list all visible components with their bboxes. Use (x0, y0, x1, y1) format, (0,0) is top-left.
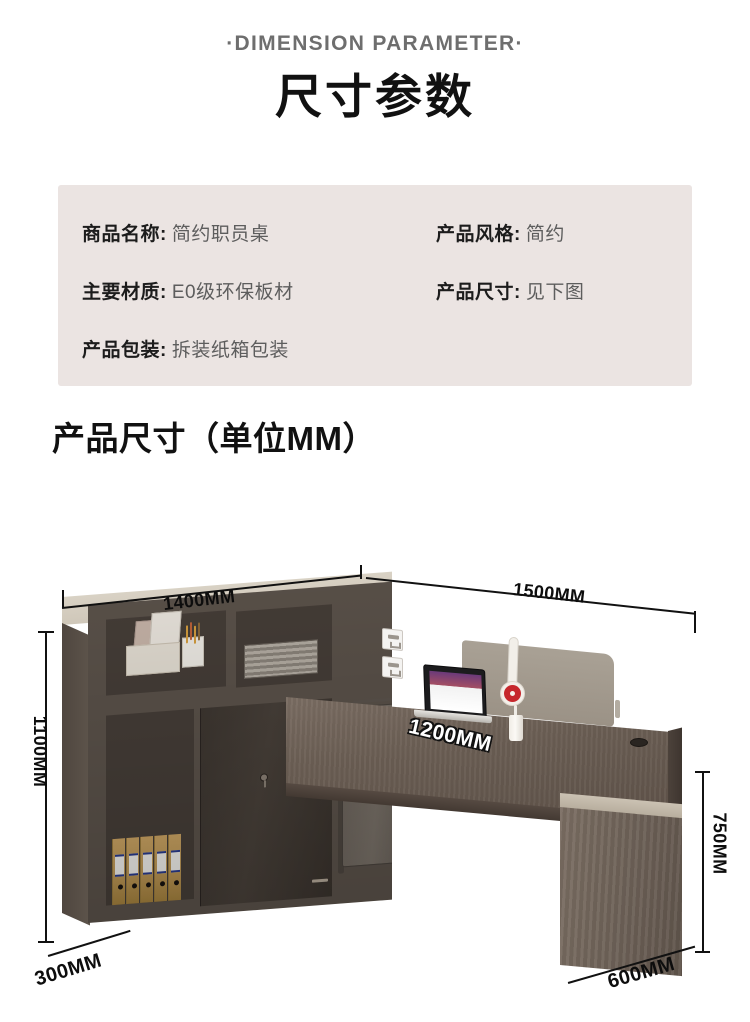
dim-tick-1500-right (694, 611, 696, 633)
headphones-earcup (500, 681, 525, 706)
binder (112, 838, 125, 906)
desk-organizer-tray (126, 641, 180, 677)
dim-tick-1100-top (38, 631, 54, 633)
document-tray-stack (244, 639, 318, 679)
spec-value: 简约 (525, 224, 565, 245)
pen (198, 622, 200, 641)
spec-value: 见下图 (525, 282, 585, 303)
dim-tick-750-bottom (695, 951, 710, 953)
cable-grommet-hole (630, 738, 648, 747)
dim-line-750 (702, 771, 704, 953)
spec-label: 商品名称: (82, 224, 167, 245)
dim-label-desk-width: 1500MM (512, 579, 587, 607)
section-title-product-size: 产品尺寸（单位MM） (52, 420, 376, 457)
spec-row-style: 产品风格: 简约 (436, 219, 565, 246)
page-header: ·DIMENSION PARAMETER· 尺寸参数 (0, 30, 750, 125)
spec-value: 拆装纸箱包装 (171, 340, 289, 361)
dim-tick-1100-bottom (38, 941, 54, 943)
pen (190, 621, 192, 641)
spec-value: E0级环保板材 (171, 282, 294, 303)
pen (194, 625, 196, 644)
headphones-headband (507, 636, 519, 688)
spec-label: 主要材质: (82, 282, 167, 303)
binder-row (112, 833, 181, 906)
spec-label: 产品尺寸: (436, 282, 521, 303)
desk-leg-panel (560, 807, 682, 977)
spec-label: 产品风格: (436, 224, 521, 245)
dim-tick-750-top (695, 771, 710, 773)
dim-label-desk-height: 750MM (709, 812, 730, 875)
dim-tick-1400-left (62, 590, 64, 608)
binder (168, 833, 181, 901)
specification-panel: 商品名称: 简约职员桌 主要材质: E0级环保板材 产品包装: 拆装纸箱包装 产… (58, 185, 692, 386)
spec-value: 简约职员桌 (171, 224, 270, 245)
desk-cup (509, 715, 523, 741)
dim-line-1100 (45, 631, 47, 943)
eyebrow-label: ·DIMENSION PARAMETER· (226, 32, 524, 55)
binder (126, 837, 139, 905)
pen-holder (182, 621, 204, 668)
dim-label-cabinet-depth: 300MM (32, 949, 105, 991)
diffuser-stick (514, 705, 517, 717)
spec-label: 产品包装: (82, 340, 167, 361)
spec-row-packaging: 产品包装: 拆装纸箱包装 (82, 335, 289, 362)
page-title: 尺寸参数 (275, 70, 475, 123)
power-socket-icon[interactable] (382, 627, 403, 652)
spec-row-size: 产品尺寸: 见下图 (436, 277, 584, 304)
power-socket-icon[interactable] (382, 655, 403, 680)
pen (186, 625, 188, 644)
cabinet-left-side-panel (62, 623, 90, 926)
dim-tick-1400-right (360, 565, 362, 579)
divider-support-foot (615, 699, 620, 719)
product-dimension-diagram:  (0, 545, 750, 1022)
binder (154, 834, 167, 902)
dim-label-cabinet-height: 1100MM (30, 715, 51, 788)
laptop-display-content (429, 670, 483, 714)
binder (140, 835, 153, 903)
spec-row-product-name: 商品名称: 简约职员桌 (82, 219, 269, 246)
spec-row-material: 主要材质: E0级环保板材 (82, 277, 294, 304)
